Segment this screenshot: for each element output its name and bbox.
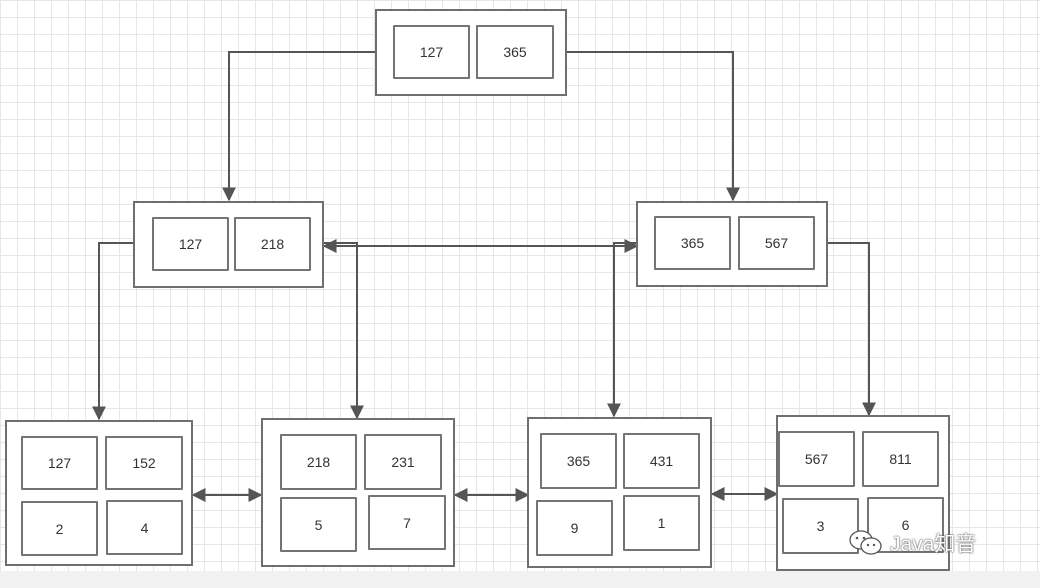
leaf1-value-1: 2: [21, 501, 98, 556]
leaf3-key-2: 431: [623, 433, 700, 489]
leaf2-value-1: 5: [280, 497, 357, 552]
leaf3-key-1: 365: [540, 433, 617, 489]
left-internal-to-leaf2-link: [324, 242, 364, 420]
leaf2-key-2: 231: [364, 434, 442, 490]
leaf-node-3: 365 431 9 1: [527, 417, 712, 568]
leaf4-value-2: 6: [867, 497, 944, 553]
internal-right-key-2: 567: [738, 216, 815, 270]
root-key-1: 127: [393, 25, 470, 79]
leaf-node-1: 127 152 2 4: [5, 420, 193, 566]
leaf3-value-1: 9: [536, 500, 613, 556]
root-key-2: 365: [476, 25, 554, 79]
leaf-node-4: 567 811 3 6: [776, 415, 950, 571]
internal-left-key-1: 127: [152, 217, 229, 271]
root-node: 127 365: [375, 9, 567, 96]
wechat-icon: [849, 530, 882, 555]
leaf1-key-1: 127: [21, 436, 98, 490]
watermark-text: Java知音: [890, 533, 977, 556]
watermark: Java知音: [848, 527, 976, 559]
leaf-node-2: 218 231 5 7: [261, 418, 455, 567]
leaf3-value-2: 1: [623, 495, 700, 551]
root-to-right-internal-link: [566, 51, 740, 202]
left-internal-to-leaf1-link: [92, 242, 134, 421]
leaf1-key-2: 152: [105, 436, 183, 490]
right-internal-to-leaf3-link: [607, 242, 637, 418]
internal-left-key-2: 218: [234, 217, 311, 271]
leaf2-key-1: 218: [280, 434, 357, 490]
leaf4-value-1: 3: [782, 498, 859, 554]
leaf1-value-2: 4: [106, 500, 183, 555]
leaf4-key-2: 811: [862, 431, 939, 487]
leaf2-value-2: 7: [368, 495, 446, 550]
internal-node-left: 127 218: [133, 201, 324, 288]
leaf4-key-1: 567: [778, 431, 855, 487]
right-internal-to-leaf4-link: [828, 242, 876, 417]
internal-right-key-1: 365: [654, 216, 731, 270]
internal-node-right: 365 567: [636, 201, 828, 287]
bottom-strip: [0, 571, 1040, 588]
root-to-left-internal-link: [222, 51, 375, 202]
